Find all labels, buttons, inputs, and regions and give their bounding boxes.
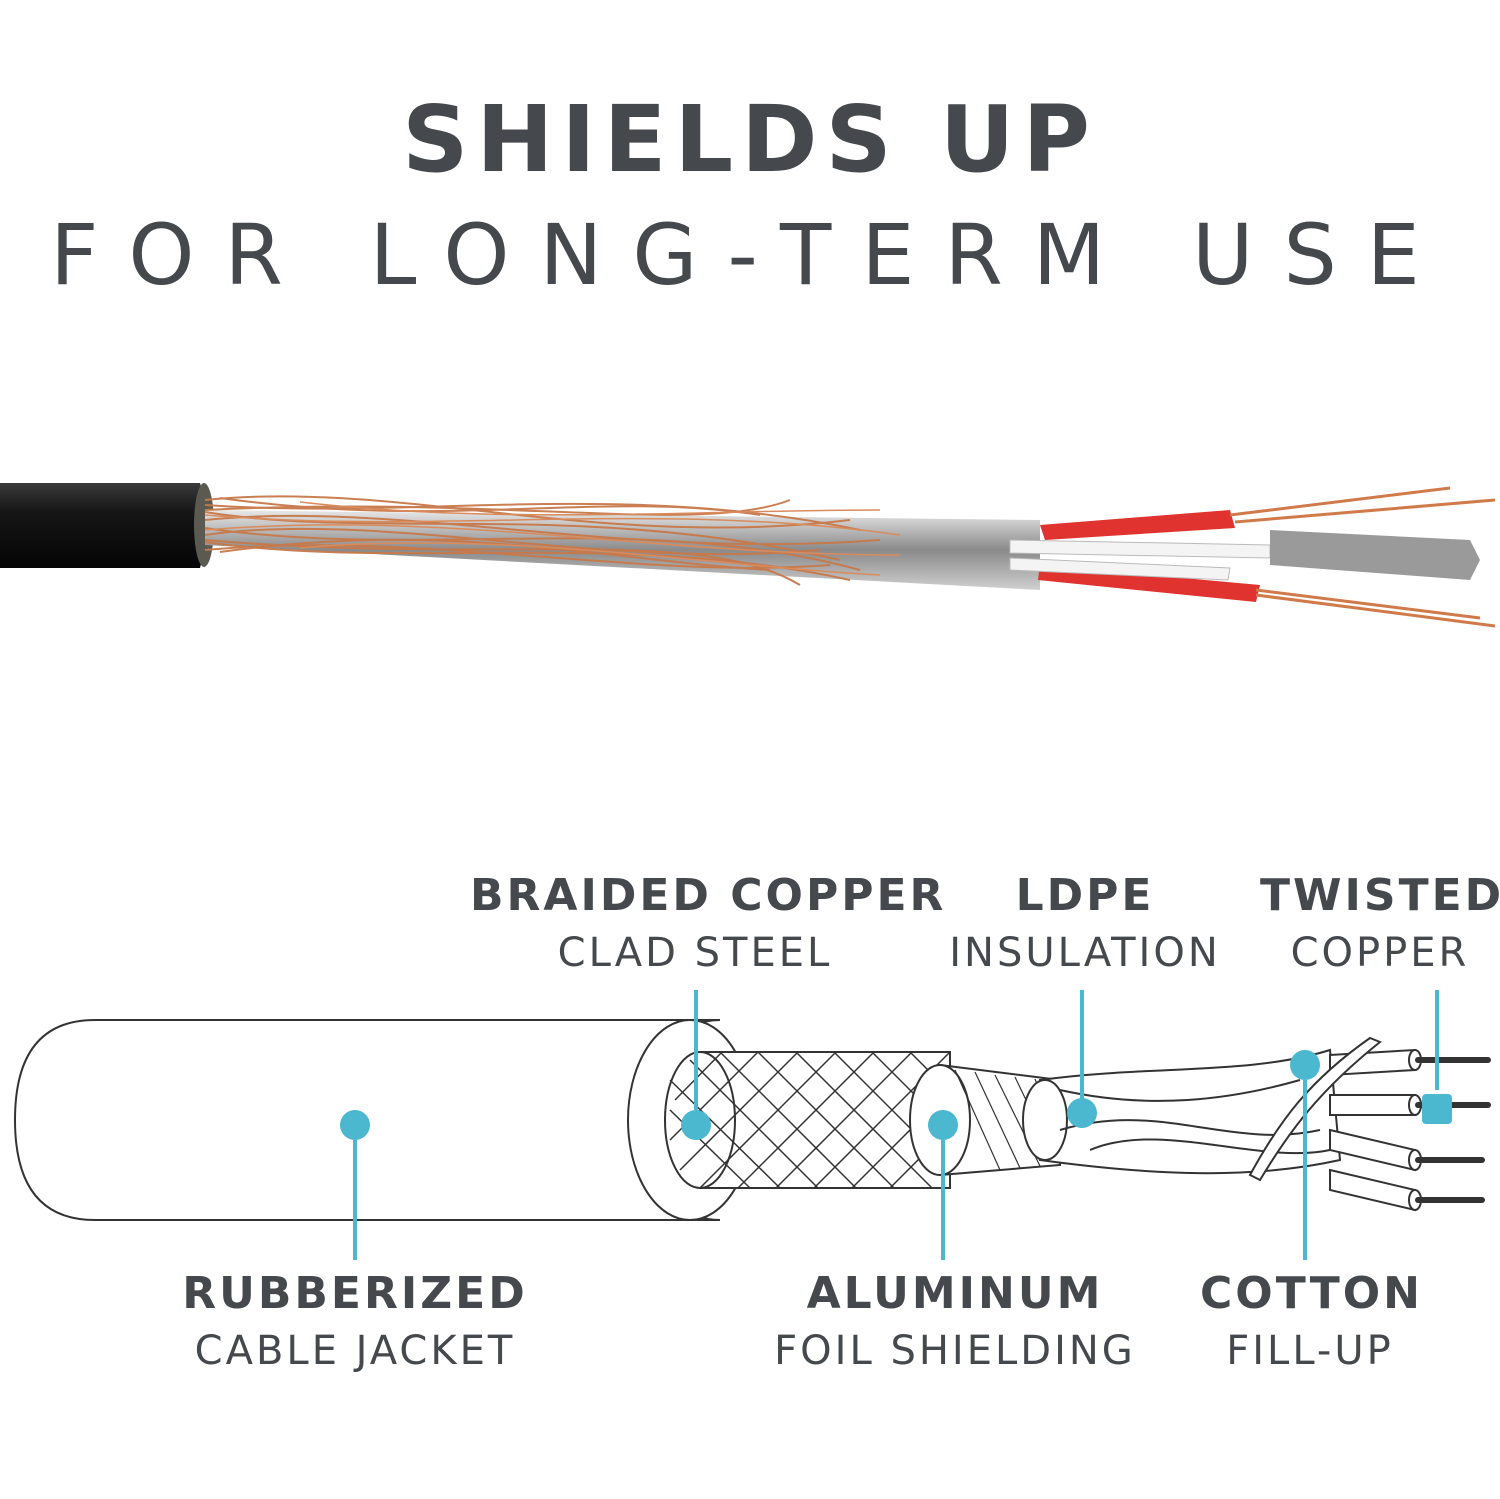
cable-jacket bbox=[0, 483, 206, 568]
rubberized-pointer bbox=[353, 1140, 357, 1260]
label-aluminum: ALUMINUM FOIL SHIELDING bbox=[770, 1266, 1140, 1380]
label-rubberized-title: RUBBERIZED bbox=[182, 1268, 528, 1319]
label-twisted-title: TWISTED bbox=[1260, 870, 1500, 921]
aluminum-pointer bbox=[941, 1140, 945, 1260]
headline-subtitle: FOR LONG-TERM USE bbox=[50, 206, 1450, 304]
label-ldpe-sub: INSULATION bbox=[949, 930, 1221, 976]
label-twisted-sub: COPPER bbox=[1290, 930, 1470, 976]
cotton-pointer bbox=[1303, 1080, 1307, 1260]
label-aluminum-title: ALUMINUM bbox=[806, 1268, 1104, 1319]
ldpe-pointer bbox=[1080, 990, 1084, 1100]
twisted-dot bbox=[1422, 1094, 1452, 1124]
cotton-strand bbox=[1248, 1036, 1382, 1182]
label-braided: BRAIDED COPPER CLAD STEEL bbox=[470, 868, 947, 982]
headline-title: SHIELDS UP bbox=[402, 86, 1098, 193]
label-braided-sub: CLAD STEEL bbox=[557, 930, 833, 976]
label-braided-title: BRAIDED COPPER bbox=[470, 870, 947, 921]
label-ldpe: LDPE INSULATION bbox=[940, 868, 1230, 982]
wire-red-top bbox=[1040, 510, 1235, 540]
label-ldpe-title: LDPE bbox=[1015, 870, 1155, 921]
braided-dot bbox=[681, 1110, 711, 1140]
label-rubberized-sub: CABLE JACKET bbox=[194, 1328, 516, 1374]
cotton-fill bbox=[1270, 530, 1480, 580]
cable-photo bbox=[0, 483, 1496, 628]
label-cotton-sub: FILL-UP bbox=[1226, 1328, 1394, 1374]
label-twisted: TWISTED COPPER bbox=[1260, 868, 1500, 982]
twisted-pointer bbox=[1435, 990, 1439, 1090]
ldpe-dot bbox=[1067, 1098, 1097, 1128]
braided-pointer bbox=[694, 990, 698, 1110]
rubberized-dot bbox=[340, 1110, 370, 1140]
label-cotton: COTTON FILL-UP bbox=[1200, 1266, 1420, 1380]
label-aluminum-sub: FOIL SHIELDING bbox=[774, 1328, 1136, 1374]
aluminum-dot bbox=[928, 1110, 958, 1140]
label-cotton-title: COTTON bbox=[1200, 1268, 1423, 1319]
label-rubberized: RUBBERIZED CABLE JACKET bbox=[180, 1266, 530, 1380]
cable-diagram bbox=[13, 1019, 1491, 1221]
cotton-dot bbox=[1290, 1050, 1320, 1080]
